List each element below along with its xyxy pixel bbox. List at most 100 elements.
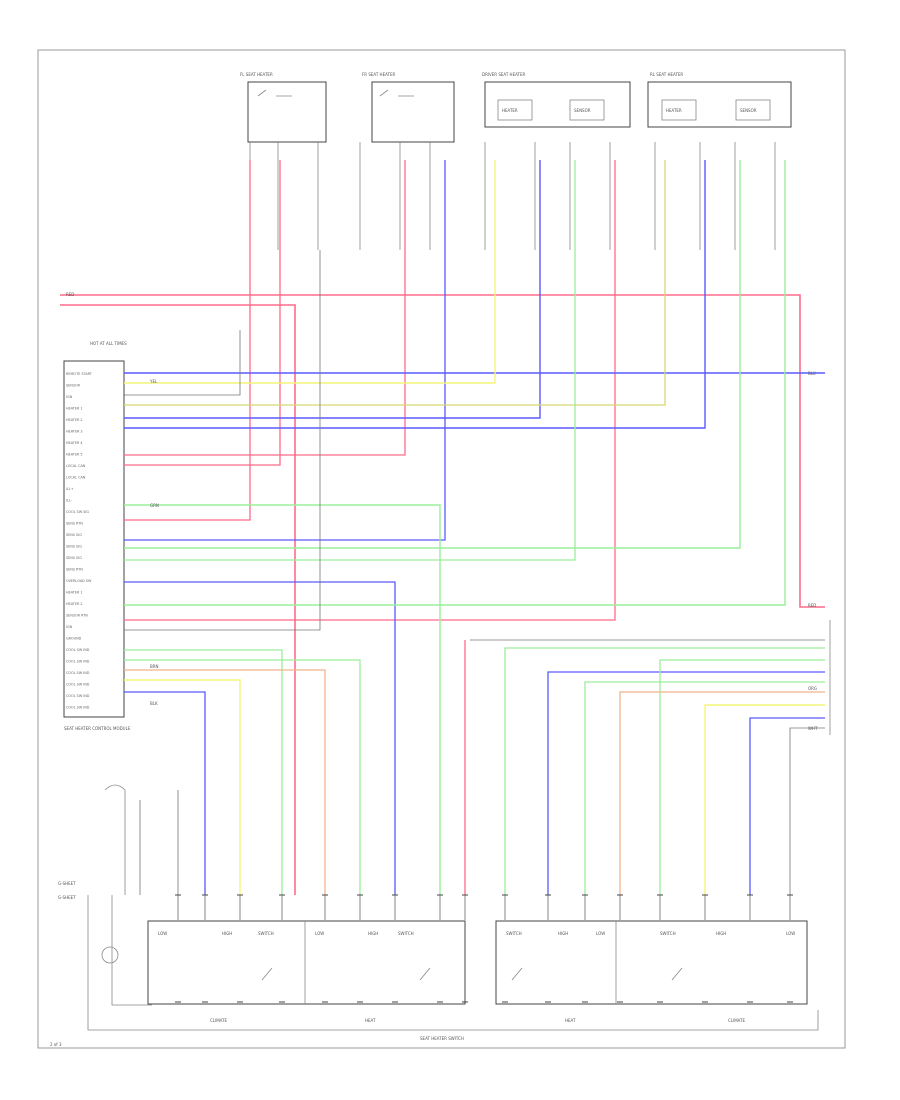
wire-41 — [659, 659, 825, 895]
module-pin-label: COOL SW SIG — [66, 510, 89, 514]
wire-label-blu: BLU — [808, 371, 816, 376]
module-pin-label: IGN — [66, 395, 73, 399]
wire-42 — [584, 681, 825, 895]
module-pin-label: ILL+ — [66, 487, 74, 491]
bottom-bus — [87, 895, 819, 1031]
top-unit-3: DRIVER SEAT HEATER HEATER SENSOR — [482, 72, 631, 128]
wire-label-wht: WHT — [808, 726, 818, 731]
wire-15 — [60, 294, 825, 608]
wire-37 — [124, 160, 786, 606]
top-unit-3-sensor: SENSOR — [574, 108, 591, 113]
module-pin-label: COOL SW IND — [66, 694, 90, 698]
top-unit-4: RL SEAT HEATER HEATER SENSOR — [647, 72, 792, 128]
wire-44 — [619, 691, 825, 895]
top-unit-2-label: FR SEAT HEATER — [362, 72, 395, 77]
top-unit-2: FR SEAT HEATER — [362, 72, 455, 143]
page-reference: 2 of 3 — [50, 1042, 62, 1047]
wire-19 — [124, 160, 406, 456]
module-pin-label: REMOTE START — [66, 372, 93, 376]
module-pin-label: COOL SW IND — [66, 706, 90, 710]
switch-left-switch-2: SWITCH — [398, 931, 414, 936]
module-pin-label: GROUND — [66, 637, 82, 641]
wire-33 — [124, 160, 666, 406]
wire-18 — [124, 160, 281, 466]
wire-label-brn: BRN — [150, 664, 159, 669]
module-pin-label: HEATER 4 — [66, 441, 83, 445]
switch-bank-right: SWITCH HIGH LOW SWITCH HIGH LOW — [495, 920, 808, 1005]
top-unit-4-sensor: SENSOR — [740, 108, 757, 113]
wire-label-grn: GRN — [150, 503, 159, 508]
module-title: SEAT HEATER CONTROL MODULE — [64, 726, 131, 731]
module-pin-labels: REMOTE START SENSOR IGN HEATER 1 HEATER 2 HEA… — [66, 372, 93, 710]
wire-label-org: ORG — [808, 686, 817, 691]
switch-left-switch: SWITCH — [258, 931, 274, 936]
wire-25 — [124, 160, 446, 541]
wire-35 — [124, 160, 741, 549]
switch-right-switch: SWITCH — [506, 931, 522, 936]
switch-right-high-2: HIGH — [716, 931, 726, 936]
switch-right-high: HIGH — [558, 931, 568, 936]
wire-27 — [547, 671, 825, 895]
module-pin-label: IGN — [66, 625, 73, 629]
wire-label-blk: BLK — [150, 701, 158, 706]
wire-26 — [124, 581, 396, 895]
module-pin-label: HEATER 1 — [66, 591, 83, 595]
ground-note: G-SHEET — [58, 881, 76, 886]
wire-color-labels: RED RED BLU GRN YEL BRN WHT ORG BLK — [66, 292, 818, 731]
bottom-caption: SEAT HEATER SWITCH — [420, 1036, 464, 1041]
module-pin-label: HEATER 5 — [66, 453, 83, 457]
module-pin-label: ILL- — [66, 499, 73, 503]
switch-left-low: LOW — [158, 931, 167, 936]
top-unit-4-label: RL SEAT HEATER — [650, 72, 683, 77]
wire-34 — [124, 504, 441, 895]
wire-31 — [124, 679, 241, 895]
switch-left-low-2: LOW — [315, 931, 324, 936]
module-pin-label: HEATER 2 — [66, 418, 83, 422]
ground-note-2: G-SHEET — [58, 895, 76, 900]
group-label-4: CLIMATE — [728, 1018, 746, 1023]
wire-40 — [504, 647, 825, 895]
module-pin-label: OVERLOAD SW — [66, 579, 92, 583]
wire-39 — [124, 659, 361, 895]
wire-30 — [124, 160, 496, 384]
switch-left-high-2: HIGH — [368, 931, 378, 936]
left-ground-circuit: G-SHEET G-SHEET — [58, 784, 152, 1006]
module-pin-label: SENS RTN — [66, 568, 83, 572]
wire-label-yel: YEL — [149, 379, 158, 384]
wire-43 — [124, 669, 326, 895]
wire-layer — [60, 142, 825, 1003]
top-unit-4-heater: HEATER — [666, 108, 682, 113]
wire-45 — [124, 250, 321, 631]
module-note: HOT AT ALL TIMES — [90, 341, 127, 346]
wire-32 — [704, 704, 825, 895]
wire-48 — [789, 727, 825, 895]
module-pin-label: SENSOR — [66, 384, 81, 388]
top-unit-1-label: FL SEAT HEATER — [240, 72, 273, 77]
top-unit-3-label: DRIVER SEAT HEATER — [482, 72, 525, 77]
module-pin-label: SENS SIG — [66, 545, 82, 549]
module-pin-label: COOL SW IND — [66, 660, 90, 664]
wire-23 — [124, 160, 541, 419]
wire-16 — [60, 304, 296, 895]
module-pin-label: SENS SIG — [66, 556, 82, 560]
wire-24 — [124, 160, 706, 429]
switch-right-low-2: LOW — [786, 931, 795, 936]
module-pin-label: LOCAL CAN — [66, 464, 86, 468]
top-unit-1: FL SEAT HEATER — [240, 72, 327, 143]
module-pin-label: COOL SW IND — [66, 648, 90, 652]
wire-28 — [124, 691, 206, 895]
wire-29 — [749, 717, 825, 895]
top-unit-3-heater: HEATER — [502, 108, 518, 113]
module-pin-label: SENS SIG — [66, 533, 82, 537]
module-pin-label: SENS RTN — [66, 522, 83, 526]
module-pin-label: SENSOR RTN — [66, 614, 88, 618]
wire-38 — [124, 649, 283, 895]
wire-46 — [124, 330, 241, 396]
wire-label-red-2: RED — [808, 603, 816, 608]
switch-right-switch-2: SWITCH — [660, 931, 676, 936]
wire-17 — [124, 160, 251, 521]
module-pin-label: COOL SW IND — [66, 671, 90, 675]
module-pin-label: LOCAL CAN — [66, 476, 86, 480]
group-label-3: HEAT — [565, 1018, 576, 1023]
